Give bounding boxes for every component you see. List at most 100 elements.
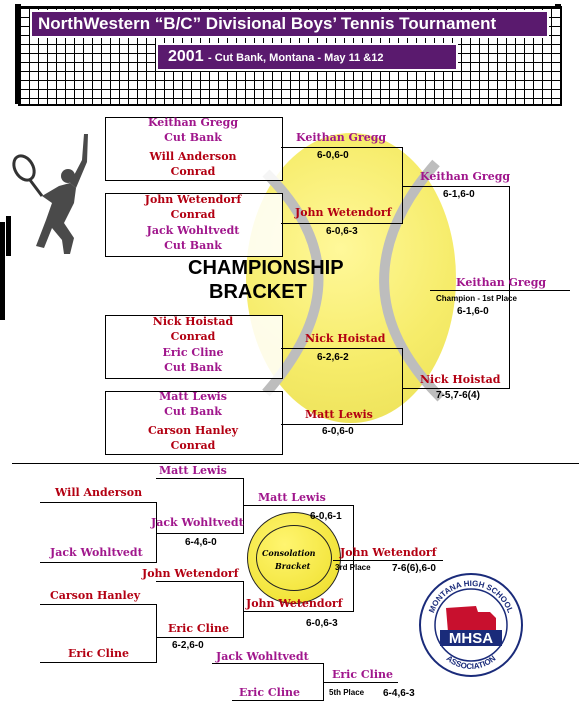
bracket-line — [156, 533, 244, 534]
match-score: 6-0,6-0 — [317, 150, 349, 161]
bracket-line — [232, 700, 324, 701]
mhsa-logo: MONTANA HIGH SCHOOL ASSOCIATION MHSA — [418, 572, 524, 678]
bracket-line — [509, 186, 510, 389]
match-box-4 — [105, 391, 283, 455]
player-school: Cut Bank — [164, 239, 222, 252]
player-name: Eric Cline — [162, 346, 224, 359]
match-score: 6-4,6-0 — [185, 537, 217, 548]
player-name: Carson Hanley — [50, 589, 141, 602]
match-score: 6-4,6-3 — [383, 688, 415, 699]
bracket-line — [156, 502, 157, 563]
player-name: Nick Hoistad — [152, 315, 234, 328]
semifinal-winner: Nick Hoistad — [420, 373, 501, 386]
winner-name: Matt Lewis — [305, 408, 373, 421]
consolation-ball-image — [247, 512, 341, 604]
match-score: 6-0,6-0 — [322, 426, 354, 437]
tennis-player-icon — [6, 134, 88, 256]
bracket-title: CHAMPIONSHIP — [188, 257, 344, 279]
match-score: 7-6(6),6-0 — [392, 563, 436, 574]
player-name: Eric Cline — [168, 622, 229, 635]
consolation-label: Bracket — [275, 561, 311, 571]
bracket-line — [40, 604, 156, 605]
champion-label: Champion - 1st Place — [436, 294, 517, 303]
match-box-2 — [105, 193, 283, 257]
bracket-line — [40, 562, 156, 563]
bracket-line — [40, 502, 156, 503]
year: 2001 — [168, 48, 204, 65]
bracket-line — [402, 147, 403, 224]
winner-name: John Wetendorf — [246, 597, 343, 610]
consolation-label: Consolation — [262, 548, 316, 558]
player-school: Conrad — [170, 208, 216, 221]
player-name: Carson Hanley — [147, 424, 239, 437]
player-school: Conrad — [170, 165, 216, 178]
match-score: 6-2,6-0 — [172, 640, 204, 651]
player-school: Cut Bank — [164, 131, 222, 144]
bracket-line — [156, 581, 244, 582]
bracket-line — [333, 560, 443, 561]
winner-name: Keithan Gregg — [296, 131, 387, 144]
bracket-line — [156, 604, 157, 663]
match-score: 6-0,6-1 — [310, 511, 342, 522]
player-name: Will Anderson — [149, 150, 237, 163]
match-score: 6-2,6-2 — [317, 352, 349, 363]
bracket-line — [243, 505, 353, 506]
bracket-title: BRACKET — [209, 281, 307, 303]
player-name: Jack Wohltvedt — [216, 650, 309, 663]
bracket-line — [353, 505, 354, 612]
player-name: Jack Wohltvedt — [50, 546, 143, 559]
bracket-line — [281, 348, 403, 349]
bracket-line — [403, 388, 510, 389]
third-place-name: John Wetendorf — [340, 546, 437, 559]
page-title: NorthWestern “B/C” Divisional Boys’ Tenn… — [30, 10, 549, 38]
fifth-place-name: Eric Cline — [332, 668, 393, 681]
player-school: Cut Bank — [164, 361, 222, 374]
event-location: - Cut Bank, Montana - May 11 &12 — [208, 52, 384, 64]
third-place-label: 3rd Place — [335, 563, 371, 572]
player-name: Matt Lewis — [159, 390, 227, 403]
ball-seam-icon — [256, 525, 332, 591]
match-score: 7-5,7-6(4) — [436, 390, 480, 401]
player-name: John Wetendorf — [144, 193, 242, 206]
bracket-line — [281, 147, 403, 148]
match-score: 6-1,6-0 — [457, 306, 489, 317]
logo-center-text: MHSA — [449, 630, 493, 647]
bracket-line — [323, 682, 398, 683]
player-name: Jack Wohltvedt — [151, 516, 244, 529]
mhsa-seal-icon: MONTANA HIGH SCHOOL ASSOCIATION MHSA — [419, 573, 523, 677]
player-name: John Wetendorf — [142, 567, 239, 580]
bracket-line — [281, 223, 403, 224]
match-score: 6-1,6-0 — [443, 189, 475, 200]
player-name: Matt Lewis — [159, 464, 227, 477]
champion-name: Keithan Gregg — [456, 276, 547, 289]
winner-name: Matt Lewis — [258, 491, 326, 504]
winner-name: Nick Hoistad — [305, 332, 386, 345]
player-name: Keithan Gregg — [147, 116, 239, 129]
bracket-line — [212, 663, 324, 664]
player-name: Jack Wohltvedt — [146, 224, 240, 237]
player-school: Conrad — [170, 439, 216, 452]
player-name: Eric Cline — [239, 686, 300, 699]
player-name: Will Anderson — [55, 486, 143, 499]
bracket-line — [156, 478, 244, 479]
match-score: 6-0,6-3 — [326, 226, 358, 237]
bracket-line — [281, 424, 403, 425]
player-school: Conrad — [170, 330, 216, 343]
left-edge-bar — [0, 222, 5, 320]
match-score: 6-0,6-3 — [306, 618, 338, 629]
bracket-line — [402, 348, 403, 425]
match-box-1 — [105, 117, 283, 181]
semifinal-winner: Keithan Gregg — [420, 170, 511, 183]
section-divider — [12, 463, 579, 464]
subtitle-banner: 2001 - Cut Bank, Montana - May 11 &12 — [156, 43, 458, 71]
bracket-line — [243, 581, 244, 638]
bracket-line — [243, 478, 244, 534]
bracket-line — [403, 186, 510, 187]
player-school: Cut Bank — [164, 405, 222, 418]
winner-name: John Wetendorf — [295, 206, 392, 219]
bracket-line — [156, 637, 244, 638]
fifth-place-label: 5th Place — [329, 688, 365, 697]
bracket-line — [243, 611, 353, 612]
bracket-line — [40, 662, 156, 663]
ball-seam-icon — [262, 159, 445, 402]
